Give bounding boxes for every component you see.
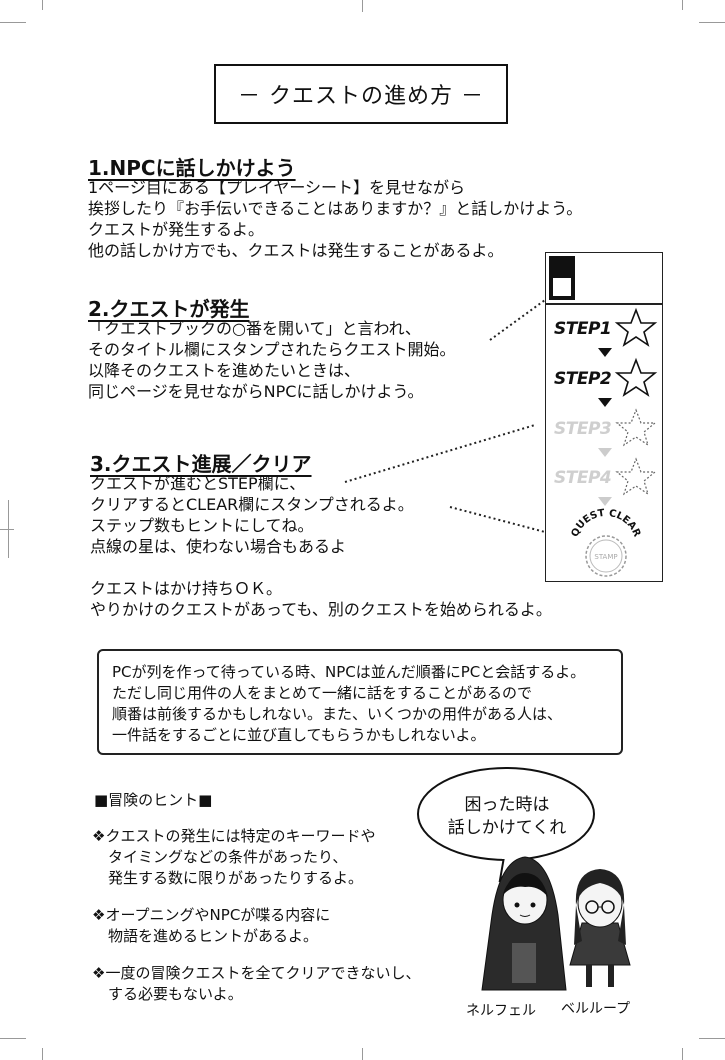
speech-bubble-text: 困った時は 話しかけてくれ [447,795,567,838]
dotted-star-icon [615,408,657,447]
section-3-heading: 3.クエスト進展／クリア [90,452,312,476]
note-line: 一件話をするごとに並び直してもらうかもしれないよ。 [112,726,486,744]
section-1-line: 他の話しかけ方でも、クエストは発生することがあるよ。 [88,241,504,260]
svg-text:STAMP: STAMP [594,553,617,561]
note-line: ただし同じ用件の人をまとめて一緒に話をすることがあるので [112,684,533,702]
note-line: PCが列を作って待っている時、NPCは並んだ順番にPCと会話するよ。 [112,663,586,681]
star-icon [614,307,658,347]
page-title: － クエストの進め方 － [214,64,508,124]
step-2-label: STEP2 [554,369,612,389]
section-3-line: クリアするとCLEAR欄にスタンプされるよ。 [90,495,414,514]
section-3-line: クエストが進むとSTEP欄に、 [90,474,306,493]
section-2-line: そのタイトル欄にスタンプされたらクエスト開始。 [88,340,456,359]
hint-item: ❖クエストの発生には特定のキーワードや タイミングなどの条件があったり、 発生す… [92,827,376,887]
hint-item: ❖一度の冒険クエストを全てクリアできないし、 する必要もないよ。 [92,964,421,1003]
dotted-star-icon [615,457,657,496]
section-3-body: クエストが進むとSTEP欄に、 クリアするとCLEAR欄にスタンプされるよ。 ス… [90,473,552,620]
note-line: 順番は前後するかもしれない。また、いくつかの用件がある人は、 [112,705,563,723]
step-1-label: STEP1 [554,319,612,339]
character-name: ネルフェル [466,1003,536,1019]
section-2-heading: 2.クエストが発生 [88,297,250,321]
section-2-line: 以降そのクエストを進めたいときは、 [88,361,361,380]
queue-note-box: PCが列を作って待っている時、NPCは並んだ順番にPCと会話するよ。 ただし同じ… [97,649,623,755]
berloop-character-icon [569,869,631,987]
hints-title: ■冒険のヒント■ [94,791,213,809]
step-stars: QUEST CLEAR STAMP [570,307,658,577]
section-3-line: ステップ数もヒントにしてね。 [90,516,314,535]
arrow-down-icon [598,348,612,357]
star-icon [614,357,658,397]
speech-bubble [417,767,595,882]
section-2-line: 「クエストブックの○番を開いて」と言われ、 [88,319,421,338]
arrow-down-icon [598,448,612,457]
arrow-down-icon [598,398,612,407]
character-name: ベルループ [561,1001,631,1017]
title-stamp-marker [549,256,575,300]
section-2-line: 同じページを見せながらNPCに話しかけよう。 [88,382,424,401]
section-3-line: クエストはかけ持ちＯＫ。 [90,579,283,598]
section-1-line: 挨拶したり『お手伝いできることはありますか？』と話しかけよう。 [88,199,583,218]
quest-stamp-panel: STEP1 STEP2 STEP3 STEP4 QUEST CLEAR STAM… [545,252,663,582]
section-1-line: クエストが発生するよ。 [88,220,265,239]
svg-text:QUEST CLEAR: QUEST CLEAR [570,508,643,539]
section-1-heading: 1.NPCに話しかけよう [88,156,296,180]
section-1-body: 1ページ目にある【プレイヤーシート】を見せながら 挨拶したり『お手伝いできること… [88,177,582,261]
section-2-body: 「クエストブックの○番を開いて」と言われ、 そのタイトル欄にスタンプされたらクエ… [88,318,456,402]
hint-item: ❖オープニングやNPCが喋る内容に 物語を進めるヒントがあるよ。 [92,906,331,945]
step-3-label: STEP3 [554,419,612,439]
section-1-line: 1ページ目にある【プレイヤーシート】を見せながら [88,178,466,197]
characters-illustration [481,856,631,991]
quest-clear-stamp-icon: QUEST CLEAR STAMP [570,508,643,577]
arrow-down-icon [598,497,612,506]
section-3-line: 点線の星は、使わない場合もあるよ [90,537,347,556]
nerufel-character-icon [481,856,567,991]
step-4-label: STEP4 [554,468,612,488]
section-3-line: やりかけのクエストがあっても、別のクエストを始められるよ。 [90,600,552,619]
